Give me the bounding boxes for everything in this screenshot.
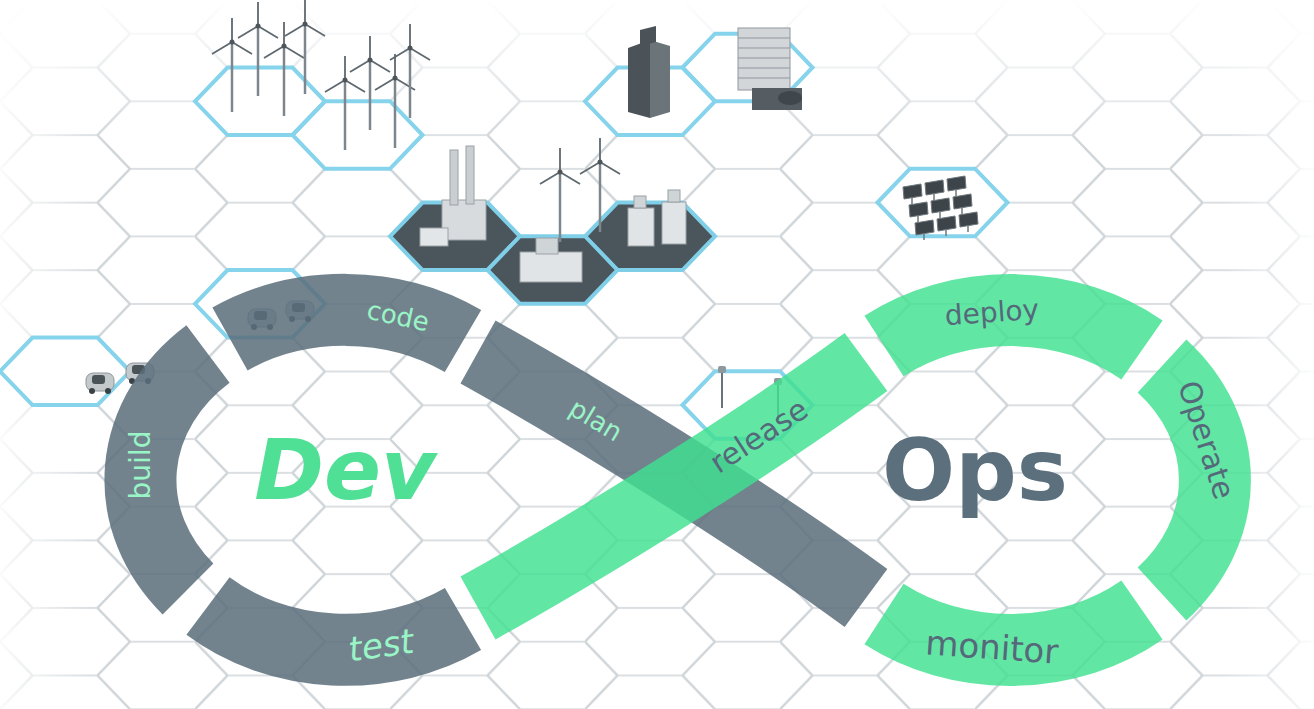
- solar-panels: [903, 176, 978, 240]
- power-plant: [420, 138, 686, 282]
- test-segment: [208, 606, 463, 650]
- stage-label: Dev: [254, 428, 435, 512]
- plant-hexes: [390, 203, 715, 304]
- dev-loop: [140, 310, 866, 650]
- stage-label: Ops: [882, 427, 1068, 513]
- stage-label: test: [346, 624, 415, 667]
- ops-loop: [478, 310, 1215, 650]
- stage-label: monitor: [924, 625, 1059, 668]
- stage-label: deploy: [944, 296, 1040, 331]
- stage-label: build: [127, 431, 155, 500]
- release-segment: [478, 362, 866, 608]
- wind-turbines: [212, 0, 430, 150]
- city-buildings: [628, 26, 802, 118]
